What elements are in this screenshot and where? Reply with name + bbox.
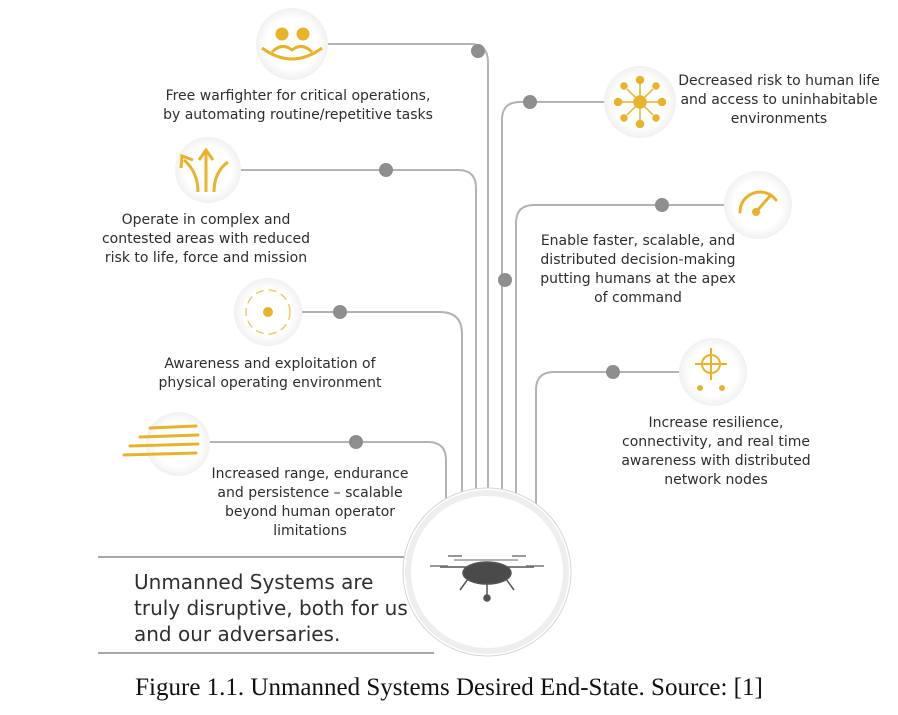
- benefit-decision-line-2: distributed decision-making: [540, 252, 736, 268]
- node-resilience: [606, 365, 620, 379]
- benefit-decision-line-3: putting humans at the apex: [540, 271, 736, 287]
- node-warfighter: [471, 44, 485, 58]
- crosshair-icon: [695, 348, 727, 391]
- benefit-awareness: Awareness and exploitation of physical o…: [150, 355, 390, 393]
- node-range: [349, 435, 363, 449]
- benefit-decision: Enable faster, scalable, and distributed…: [528, 232, 748, 308]
- speed-lines-icon: [122, 424, 200, 457]
- benefit-complex-line-2: contested areas with reduced: [101, 231, 311, 247]
- connector-resilience: [535, 371, 690, 510]
- benefit-warfighter: Free warfighter for critical operations,…: [158, 87, 438, 125]
- connector-risk: [501, 101, 612, 500]
- badge-complex: [175, 137, 241, 203]
- tagline-line-3: and our adversaries.: [134, 622, 341, 646]
- benefit-resilience-line-3: awareness with distributed: [621, 453, 811, 469]
- people-handshake-icon: [261, 27, 323, 61]
- benefit-warfighter-line-1: Free warfighter for critical operations,: [165, 88, 431, 104]
- benefit-resilience: Increase resilience, connectivity, and r…: [606, 414, 826, 490]
- benefit-decision-line-1: Enable faster, scalable, and: [540, 233, 736, 249]
- hub: [402, 487, 572, 657]
- target-dot-icon: [245, 289, 291, 335]
- connector-range: [210, 441, 447, 515]
- connector-awareness: [300, 311, 463, 505]
- badge-range: [122, 412, 210, 476]
- benefit-resilience-line-4: network nodes: [664, 472, 768, 488]
- tagline-line-2: truly disruptive, both for us: [134, 596, 408, 620]
- tagline-line-1: Unmanned Systems are: [134, 570, 374, 594]
- benefit-complex: Operate in complex and contested areas w…: [96, 211, 316, 268]
- node-awareness: [333, 305, 347, 319]
- network-node-icon: [613, 75, 667, 129]
- benefit-risk: Decreased risk to human life and access …: [668, 72, 890, 129]
- benefit-complex-line-3: risk to life, force and mission: [104, 250, 308, 266]
- benefit-warfighter-line-2: by automating routine/repetitive tasks: [163, 107, 433, 123]
- tagline: Unmanned Systems are truly disruptive, b…: [134, 569, 408, 647]
- node-center: [498, 273, 512, 287]
- badge-awareness: [234, 278, 302, 346]
- benefit-risk-line-1: Decreased risk to human life: [678, 73, 880, 89]
- drone-icon: [430, 555, 544, 602]
- benefit-resilience-line-2: connectivity, and real time: [622, 434, 810, 450]
- benefit-awareness-line-1: Awareness and exploitation of: [164, 356, 376, 372]
- benefit-risk-line-3: environments: [730, 111, 828, 127]
- benefit-range-line-2: and persistence – scalable: [217, 485, 403, 501]
- benefit-range-line-3: beyond human operator: [224, 504, 396, 520]
- speedometer-icon: [738, 190, 778, 216]
- figure-caption: Figure 1.1. Unmanned Systems Desired End…: [135, 674, 763, 701]
- badge-risk: [604, 66, 676, 138]
- diverging-arrows-icon: [179, 147, 229, 193]
- node-risk: [523, 95, 537, 109]
- node-decision: [655, 198, 669, 212]
- connector-complex: [240, 169, 477, 500]
- benefit-awareness-line-2: physical operating environment: [158, 375, 382, 391]
- benefit-decision-line-4: of command: [594, 290, 682, 306]
- badge-resilience: [679, 338, 747, 406]
- node-complex: [379, 163, 393, 177]
- benefit-complex-line-1: Operate in complex and: [121, 212, 291, 228]
- connector-decision: [515, 204, 728, 500]
- benefit-range-line-1: Increased range, endurance: [211, 466, 409, 482]
- benefit-resilience-line-1: Increase resilience,: [648, 415, 784, 431]
- benefit-range-line-4: limitations: [273, 523, 347, 539]
- benefit-range: Increased range, endurance and persisten…: [200, 465, 420, 541]
- badge-decision: [724, 171, 792, 239]
- badge-warfighter: [256, 8, 328, 80]
- benefit-risk-line-2: and access to uninhabitable: [680, 92, 878, 108]
